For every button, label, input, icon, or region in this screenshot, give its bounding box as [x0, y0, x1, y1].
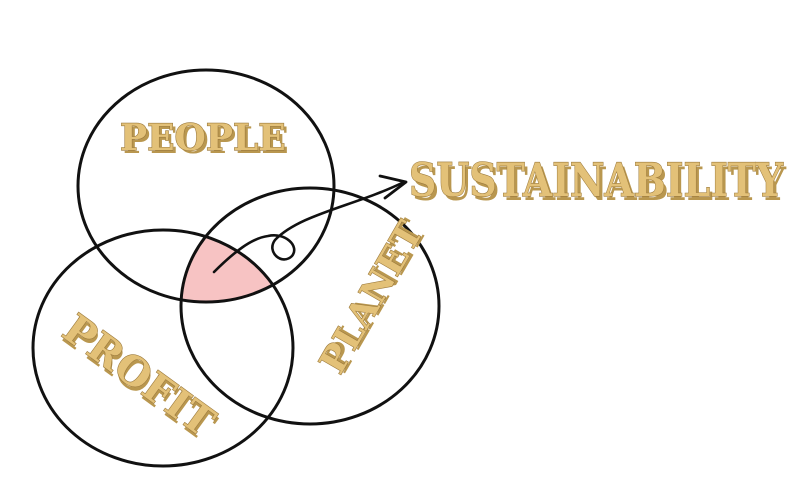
profit-circle: [31, 228, 295, 468]
profit-label-group: PROFIT PROFIT: [54, 304, 225, 450]
profit-label: PROFIT: [54, 305, 223, 446]
people-label: PEOPLE: [120, 117, 286, 159]
arrow-line: [212, 180, 406, 274]
planet-label: PLANET: [311, 214, 431, 380]
people-label-group: PEOPLE PEOPLE: [119, 116, 289, 162]
sustainability-title-group: SUSTAINABILITY SUSTAINABILITY: [408, 152, 787, 211]
planet-label-group: PLANET PLANET: [311, 213, 436, 381]
sustainability-title: SUSTAINABILITY: [409, 153, 784, 207]
people-label-shadow: PEOPLE: [123, 120, 289, 162]
planet-circle: [179, 186, 441, 426]
sustainability-title-shadow: SUSTAINABILITY: [412, 157, 787, 211]
people-circle: [76, 68, 336, 304]
arrow-head-icon: [378, 174, 408, 200]
